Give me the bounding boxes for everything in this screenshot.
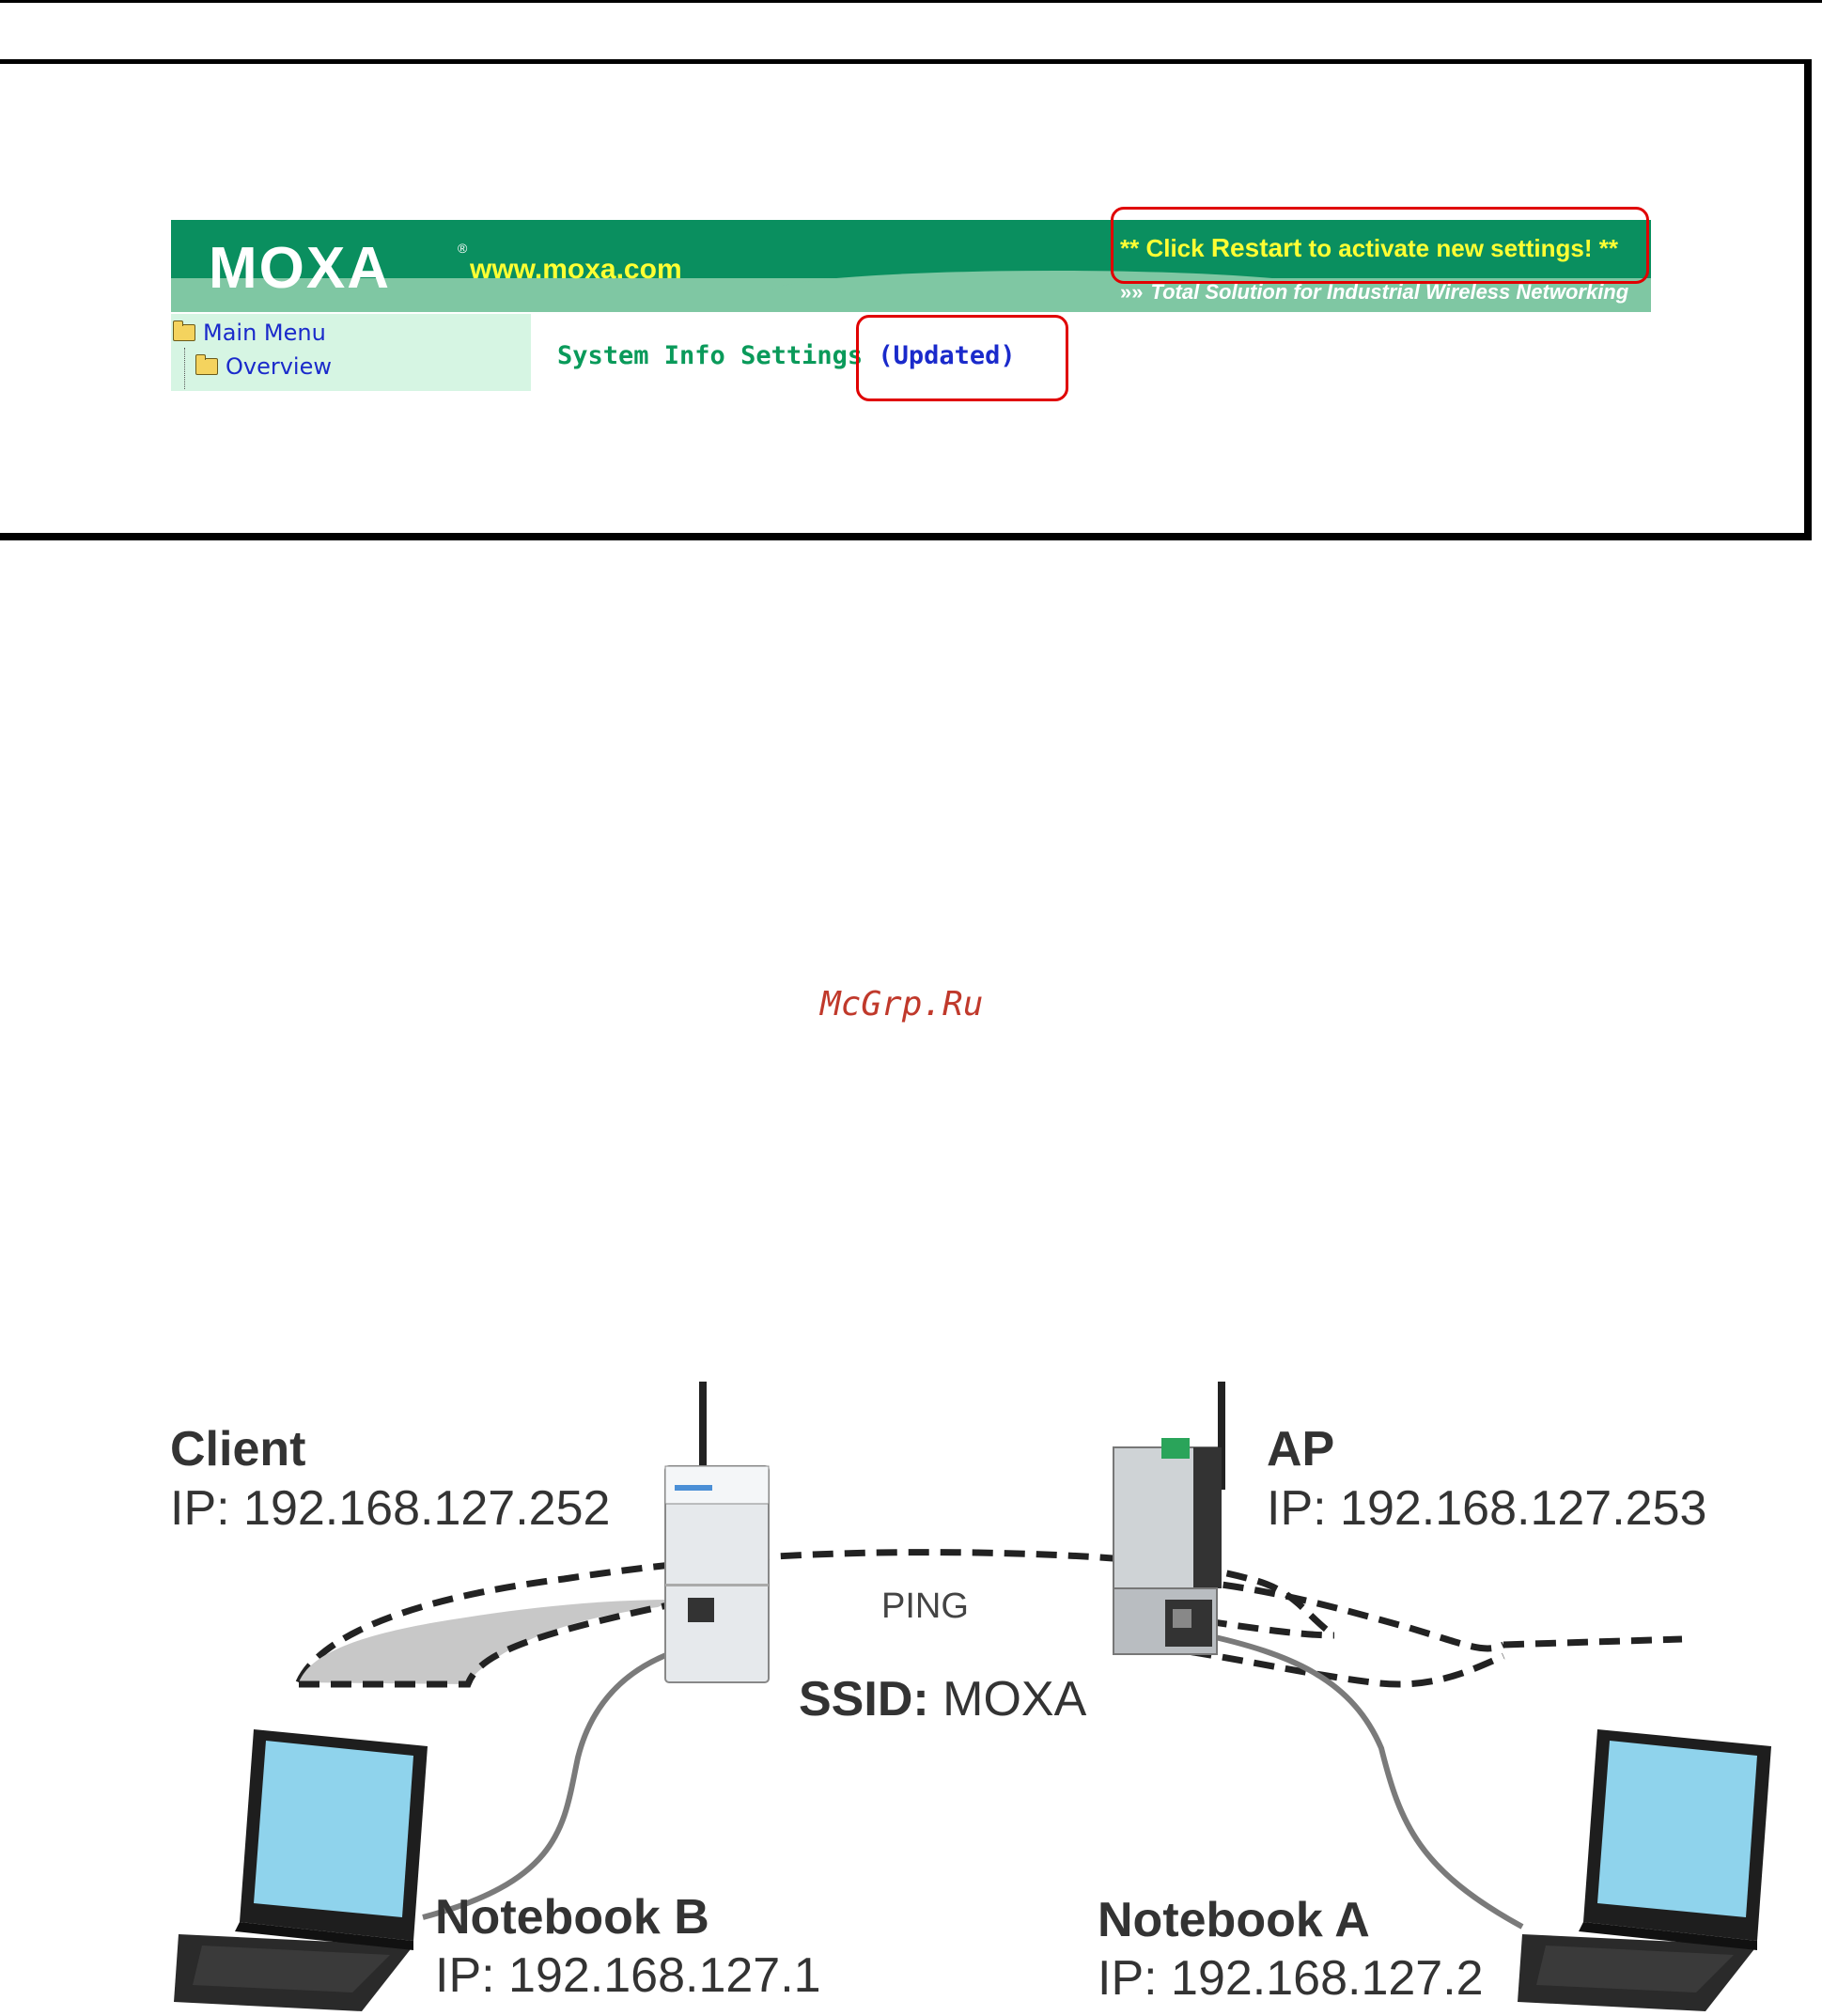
wireless-link-icon xyxy=(295,1549,1683,1688)
restart-link[interactable]: Restart xyxy=(1210,233,1302,262)
ssid-value: MOXA xyxy=(928,1672,1087,1727)
restart-notice: ** Click Restart to activate new setting… xyxy=(1120,233,1618,263)
restart-notice-highlight xyxy=(1111,207,1649,284)
notebook-a-ip: IP: 192.168.127.2 xyxy=(1098,1951,1484,2006)
ssid-key: SSID: xyxy=(799,1672,929,1727)
menu-item-main-menu[interactable]: Main Menu xyxy=(173,320,326,346)
moxa-logo[interactable]: MOXA xyxy=(209,236,391,301)
tagline: »»Total Solution for Industrial Wireless… xyxy=(1120,280,1628,305)
updated-highlight xyxy=(856,315,1068,401)
laptop-icon xyxy=(174,1729,428,2011)
banner-wave xyxy=(772,271,1336,291)
client-ip: IP: 192.168.127.252 xyxy=(170,1481,611,1536)
client-title: Client xyxy=(170,1422,306,1477)
page-heading: System Info Settings (Updated) xyxy=(557,341,1016,370)
folder-open-icon xyxy=(173,320,195,341)
tagline-text: Total Solution for Industrial Wireless N… xyxy=(1150,280,1629,304)
ap-ip: IP: 192.168.127.253 xyxy=(1267,1481,1707,1536)
diagram-graphics xyxy=(174,1382,1771,2011)
laptop-icon xyxy=(1518,1729,1771,2011)
site-url-link[interactable]: www.moxa.com xyxy=(470,254,682,285)
notebook-b-title: Notebook B xyxy=(435,1890,709,1945)
ping-label: PING xyxy=(881,1586,969,1626)
menu-item-label: Main Menu xyxy=(203,320,326,346)
ap-title: AP xyxy=(1267,1422,1335,1477)
tagline-arrows-icon: »» xyxy=(1120,280,1144,304)
watermark: McGrp.Ru xyxy=(820,985,984,1024)
ethernet-cable-icon xyxy=(422,1631,1524,1930)
menu-item-label: Overview xyxy=(226,353,332,380)
folder-icon xyxy=(195,354,218,375)
updated-status: (Updated) xyxy=(878,341,1016,370)
menu-item-overview[interactable]: Overview xyxy=(195,353,332,380)
page-heading-title: System Info Settings xyxy=(557,341,864,370)
top-rule xyxy=(0,0,1822,3)
notebook-a-title: Notebook A xyxy=(1098,1893,1370,1947)
ssid-label: SSID: MOXA xyxy=(799,1671,1086,1727)
moxa-banner: MOXA ® www.moxa.com ** Click Restart to … xyxy=(171,220,1651,312)
ap-device-icon xyxy=(1113,1382,1225,1655)
restart-notice-suffix: to activate new settings! ** xyxy=(1301,234,1618,262)
registered-mark: ® xyxy=(458,241,468,256)
side-menu: Main Menu Overview xyxy=(171,314,531,391)
tree-connector xyxy=(184,348,186,389)
restart-notice-prefix: ** Click xyxy=(1120,234,1211,262)
screenshot-frame xyxy=(0,59,1812,540)
notebook-b-ip: IP: 192.168.127.1 xyxy=(435,1948,821,2003)
client-device-icon xyxy=(664,1382,770,1683)
